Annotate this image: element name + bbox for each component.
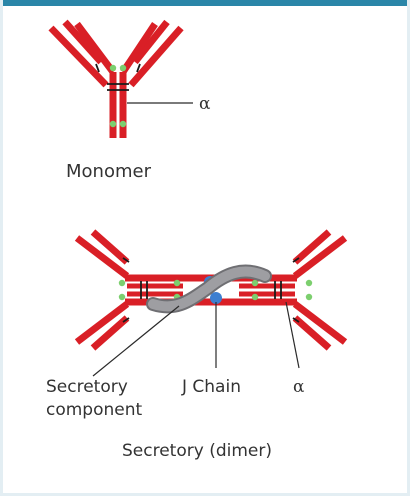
dimer-right-arm-upper-outer	[292, 235, 348, 279]
dimer-glycan	[118, 279, 126, 287]
dimer-glycan	[173, 279, 181, 287]
monomer-right-arm-light-chain	[132, 19, 170, 65]
monomer-glycan	[119, 64, 127, 72]
secretory-component-highlight	[148, 266, 270, 312]
j-chain-blob	[210, 292, 222, 304]
secretory-component-label-line2: component	[46, 400, 143, 420]
dimer-glycan	[118, 293, 126, 301]
dimer-alpha-leader	[285, 301, 300, 369]
dimer-left-arm-lower-outer	[74, 301, 130, 345]
monomer-glycan	[109, 120, 117, 128]
secretory-dimer: Secretory component J Chain α Secretory …	[46, 229, 348, 461]
dimer-light-chain-bond	[122, 257, 130, 263]
monomer-light-chain-bond	[136, 63, 141, 73]
dimer-left-arm-upper-light	[90, 229, 130, 265]
monomer-right-arm-outer	[128, 25, 184, 88]
dimer-caption: Secretory (dimer)	[122, 441, 272, 461]
dimer-right-arm-lower-outer	[292, 301, 348, 345]
dimer-light-chain-bond	[292, 257, 300, 263]
dimer-right-arm-upper-light	[292, 229, 332, 265]
dimer-light-chain-bond	[122, 317, 130, 323]
monomer-caption: Monomer	[66, 161, 152, 182]
secretory-component-label-line1: Secretory	[46, 377, 128, 397]
dimer-left-arm-upper-outer	[74, 235, 130, 279]
j-chain-label: J Chain	[181, 377, 241, 397]
monomer-left-arm-light-chain	[62, 19, 104, 65]
dimer-glycan	[251, 279, 259, 287]
monomer-alpha-label: α	[199, 94, 211, 114]
monomer-right-arm-inner	[120, 22, 158, 74]
monomer-antibody: α Monomer	[48, 19, 211, 182]
dimer-left-arm-lower-light	[90, 315, 130, 351]
dimer-glycan	[305, 293, 313, 301]
dimer-alpha-label: α	[293, 377, 305, 397]
top-accent-bar	[3, 0, 407, 6]
dimer-right-arm-lower-light	[292, 315, 332, 351]
dimer-glycan	[251, 293, 259, 301]
monomer-light-chain-bond	[95, 63, 100, 73]
dimer-glycan	[305, 279, 313, 287]
dimer-light-chain-bond	[292, 317, 300, 323]
secretory-component-leader	[92, 305, 180, 377]
monomer-left-arm-outer	[48, 25, 109, 88]
monomer-glycan	[109, 64, 117, 72]
monomer-glycan	[119, 120, 127, 128]
immunoglobulin-a-diagram: α Monomer	[46, 19, 348, 461]
monomer-left-arm-inner	[74, 21, 116, 75]
